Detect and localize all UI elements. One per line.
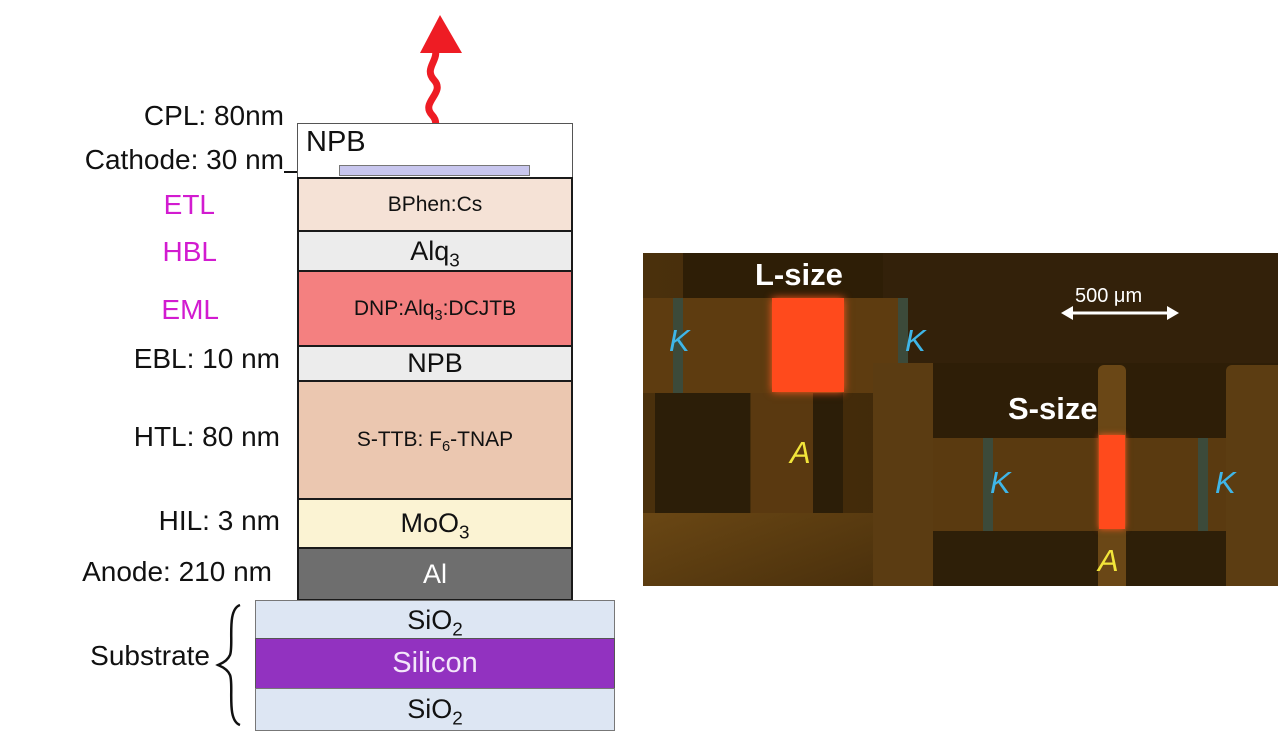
scale-bar-label: 500 μm [1075,285,1143,307]
anode-label-large: A [790,435,811,470]
anode-label-small: A [1098,543,1119,578]
layer-hil: MoO3 [297,498,573,549]
label-anode: Anode: 210 nm [82,556,272,587]
large-device-emission [772,298,844,392]
scale-bar-arrow-icon [1061,306,1179,320]
label-substrate: Substrate [90,640,210,671]
label-cpl: CPL: 80nm [143,100,284,131]
layer-substrate-silicon: Silicon [255,638,615,689]
layer-ebl-material: NPB [407,348,463,378]
label-hbl: HBL [162,236,217,267]
cathode-label-large-right: K [905,323,926,358]
layer-htl-material: S-TTB: F6-TNAP [356,428,514,456]
layer-substrate-sio2-bottom: SiO2 [255,688,615,731]
layer-etl-material: BPhen:Cs [387,192,483,216]
substrate-silicon-material: Silicon [392,647,478,679]
cathode-label-large-left: K [669,323,690,358]
small-device-emission [1099,435,1125,529]
small-device-label: S-size [1008,391,1098,426]
layer-anode-material: Al [422,558,447,589]
cathode-label-small-left: K [990,465,1011,500]
label-cathode: Cathode: 30 nm [84,144,284,175]
layer-substrate-sio2-top: SiO2 [255,600,615,640]
substrate-sio2-top-material: SiO2 [407,604,463,641]
layer-hbl-material: Alq3 [410,235,460,272]
layer-ebl: NPB [297,345,573,382]
device-micrograph: L-size S-size 500 μm K K A K K A [643,253,1278,586]
label-etl: ETL [163,189,215,220]
layer-hbl: Alq3 [297,230,573,272]
label-eml: EML [161,294,219,325]
layer-etl: BPhen:Cs [297,177,573,232]
substrate-sio2-bottom-material: SiO2 [407,694,463,730]
label-htl: HTL: 80 nm [133,421,280,452]
substrate-brace-icon [215,603,241,727]
large-device-label: L-size [755,257,843,292]
layer-eml-material: DNP:Alq3:DCJTB [353,296,517,324]
layer-hil-material: MoO3 [400,508,470,544]
layer-cpl-material: NPB [306,126,366,158]
layer-htl: S-TTB: F6-TNAP [297,380,573,500]
layer-anode: Al [297,547,573,601]
cathode-label-small-right: K [1215,465,1236,500]
label-hil: HIL: 3 nm [158,505,280,536]
layer-eml: DNP:Alq3:DCJTB [297,270,573,347]
label-ebl: EBL: 10 nm [133,343,280,374]
layer-cathode [339,165,530,176]
